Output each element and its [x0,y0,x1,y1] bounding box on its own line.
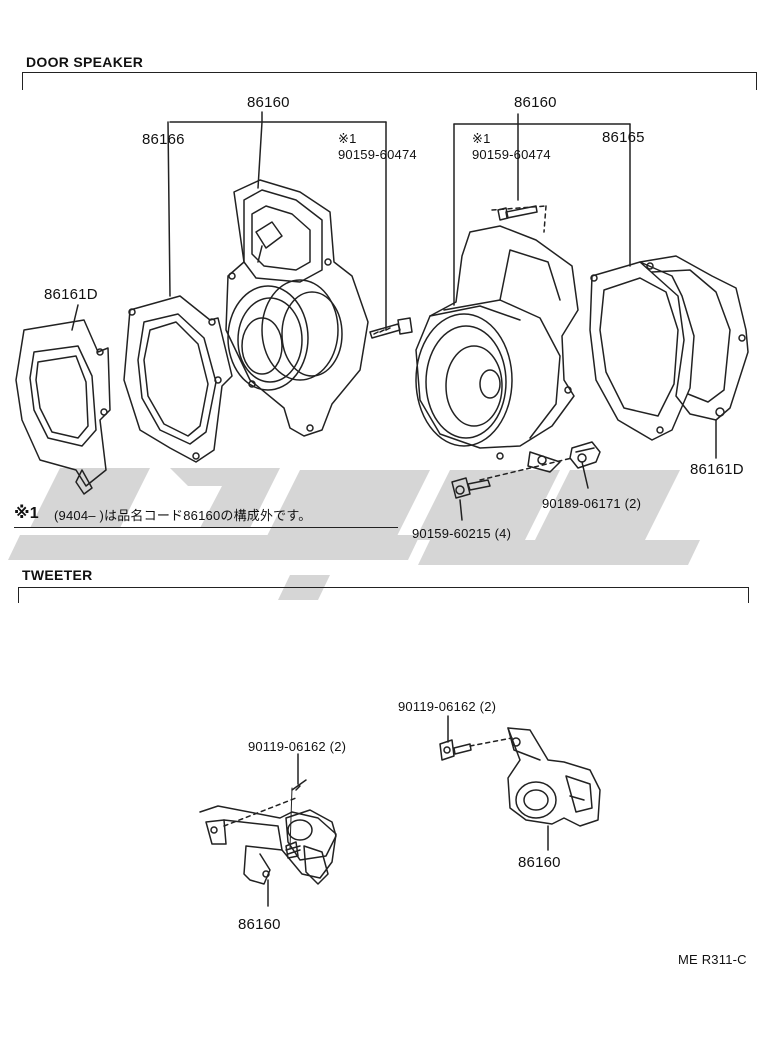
label-bolt: 90159-60215 (4) [412,526,512,541]
leader-lines [71,111,717,521]
page-code: ME R311-C [678,952,747,967]
label-left-tweeter: 86160 [238,916,281,933]
label-left-cover: 86161D [44,286,98,303]
watermark-logo [8,468,700,600]
section-title-door-speaker: DOOR SPEAKER [26,54,144,70]
note-mark: ※1 [14,505,39,522]
left-tweeter [199,805,337,885]
label-right-tweeter: 86160 [518,854,561,871]
label-left-assembly: 86160 [247,94,290,111]
label-right-assembly: 86160 [514,94,557,111]
bolt-fastener [451,477,491,499]
label-left-note-mark: ※1 [338,131,357,146]
left-speaker-unit [225,179,369,437]
label-clip: 90189-06171 (2) [542,496,642,511]
tweeter-bracket-left [18,587,19,603]
label-right-gasket: 86165 [602,129,645,146]
tweeter-leaders [267,715,549,907]
section-rule-door [160,72,756,73]
left-speaker-cover [15,319,111,495]
note-underline [14,527,398,528]
section-underline-left [22,72,160,73]
section-title-tweeter: TWEETER [22,567,93,583]
label-right-note-mark: ※1 [472,131,491,146]
right-tweeter-screw [439,737,513,761]
note-text: (9404– )は品名コード86160の構成外です。 [54,508,312,523]
label-left-gasket: 86166 [142,131,185,148]
left-gasket [123,295,233,463]
left-screw [369,317,413,339]
left-tweeter-screw [223,779,307,859]
right-speaker-cover [639,255,749,421]
section-rule-tweeter [18,587,748,588]
tweeter-bracket-right [748,587,749,603]
clip-fastener [569,441,601,469]
section-bracket-left [22,72,23,90]
label-right-screw: 90159-60474 [472,147,551,162]
right-speaker-unit [415,225,579,473]
label-right-cover: 86161D [690,461,744,478]
label-left-screw: 90159-60474 [338,147,417,162]
right-tweeter [507,727,601,827]
label-left-tweeter-screw: 90119-06162 (2) [248,739,347,754]
section-bracket-right [756,72,757,90]
label-right-tweeter-screw: 90119-06162 (2) [398,699,497,714]
right-gasket [589,261,695,441]
right-screw [497,205,538,221]
